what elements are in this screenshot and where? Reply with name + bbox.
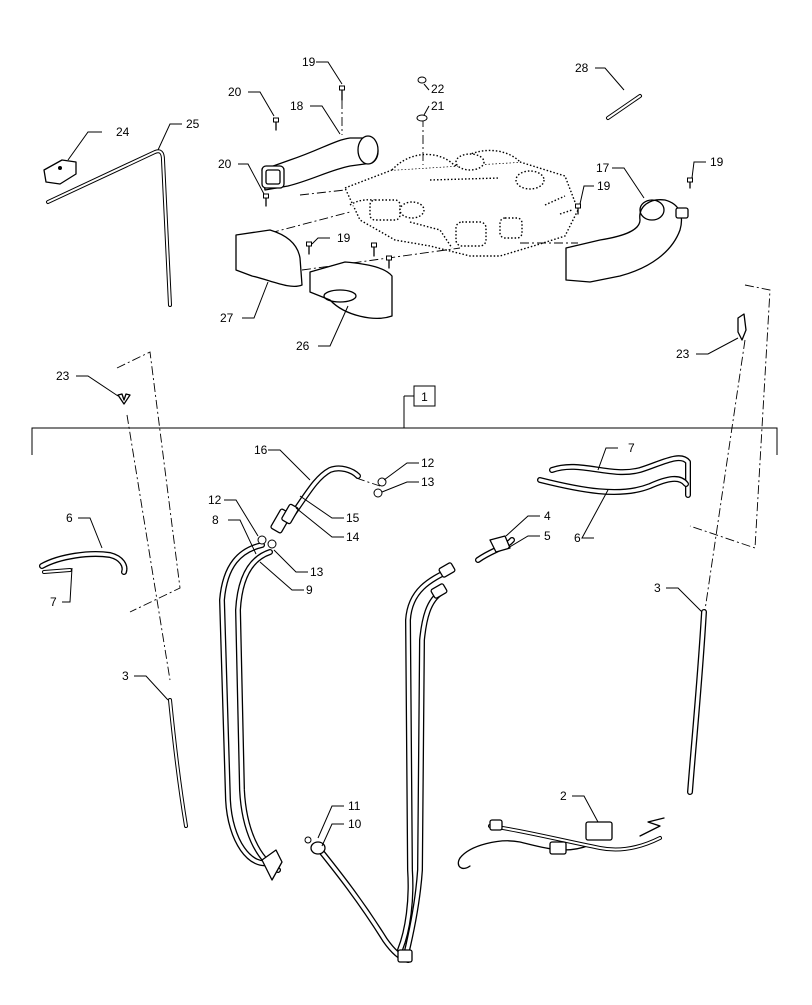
top-phantom-lines — [269, 100, 578, 271]
callout-24: 24 — [116, 125, 130, 139]
callout-4: 4 — [544, 509, 551, 523]
callout-19: 19 — [302, 55, 316, 69]
fitting-12-13-mid — [257, 535, 277, 549]
assembly-number-box — [413, 385, 436, 407]
callout-9: 9 — [306, 583, 313, 597]
callout-25: 25 — [186, 117, 200, 131]
rod-28 — [606, 94, 642, 120]
callout-11: 11 — [348, 799, 361, 813]
screw-19-left — [306, 241, 312, 255]
screw-20-top — [273, 117, 279, 131]
callout-labels: 19 22 21 28 20 18 24 25 20 17 19 19 19 2… — [50, 55, 724, 831]
callout-3: 3 — [654, 581, 661, 595]
callout-21: 21 — [431, 99, 445, 113]
washer-21 — [416, 114, 428, 122]
callout-12: 12 — [421, 456, 435, 470]
bracket-24 — [43, 159, 77, 185]
left-phantom-panel — [116, 351, 181, 681]
leader-lines — [62, 61, 739, 847]
duct-27 — [235, 229, 303, 287]
callout-18: 18 — [290, 99, 304, 113]
callout-28: 28 — [575, 61, 589, 75]
callout-14: 14 — [346, 530, 360, 544]
duct-17 — [565, 199, 689, 283]
callout-22: 22 — [431, 82, 445, 96]
callout-7: 7 — [50, 595, 57, 609]
fasteners-top — [263, 76, 693, 269]
screw-19-right2 — [575, 203, 581, 215]
hose-6-7-right — [537, 455, 691, 498]
callout-7: 7 — [628, 441, 635, 455]
callout-6: 6 — [574, 531, 581, 545]
screw-19-mid — [371, 242, 377, 257]
callout-17: 17 — [596, 161, 610, 175]
callout-19: 19 — [597, 179, 611, 193]
screw-19-mid2 — [386, 255, 392, 269]
callout-13: 13 — [310, 565, 324, 579]
callout-26: 26 — [296, 339, 310, 353]
engine-block-phantom — [344, 149, 579, 257]
clip-23-left — [117, 393, 131, 405]
callout-19: 19 — [337, 231, 351, 245]
callout-23: 23 — [676, 347, 690, 361]
callout-8: 8 — [212, 513, 219, 527]
callout-5: 5 — [544, 529, 551, 543]
fitting-12-13-top — [373, 477, 387, 498]
callout-19: 19 — [710, 155, 724, 169]
pipe-assembly-4-5-10-11 — [304, 535, 515, 963]
callout-3: 3 — [122, 669, 129, 683]
hose-8-9 — [219, 535, 283, 881]
clip-23-right — [737, 313, 747, 341]
hose-3-right — [687, 609, 707, 795]
callout-10: 10 — [348, 817, 362, 831]
callout-23: 23 — [56, 369, 70, 383]
duct-26 — [309, 261, 393, 319]
callout-6: 6 — [66, 511, 73, 525]
callout-20: 20 — [218, 157, 232, 171]
pipe-16 — [270, 465, 387, 534]
callout-27: 27 — [220, 311, 234, 325]
callout-16: 16 — [254, 443, 268, 457]
harness-2 — [457, 817, 665, 870]
right-phantom-panel — [689, 284, 771, 611]
screw-19-top — [339, 85, 345, 101]
hose-3-left — [168, 698, 188, 828]
callout-2: 2 — [560, 789, 567, 803]
callout-20: 20 — [228, 85, 242, 99]
nut-22 — [417, 76, 427, 84]
callout-13: 13 — [421, 475, 435, 489]
callout-15: 15 — [346, 511, 360, 525]
callout-12: 12 — [208, 493, 222, 507]
screw-20-mid — [263, 193, 269, 207]
screw-19-right — [687, 177, 693, 189]
assembly-bracket: 1 — [31, 385, 778, 455]
assembly-number-label: 1 — [421, 390, 428, 404]
duct-18 — [261, 135, 379, 191]
hose-25 — [46, 149, 172, 307]
hose-6-left — [39, 551, 128, 575]
